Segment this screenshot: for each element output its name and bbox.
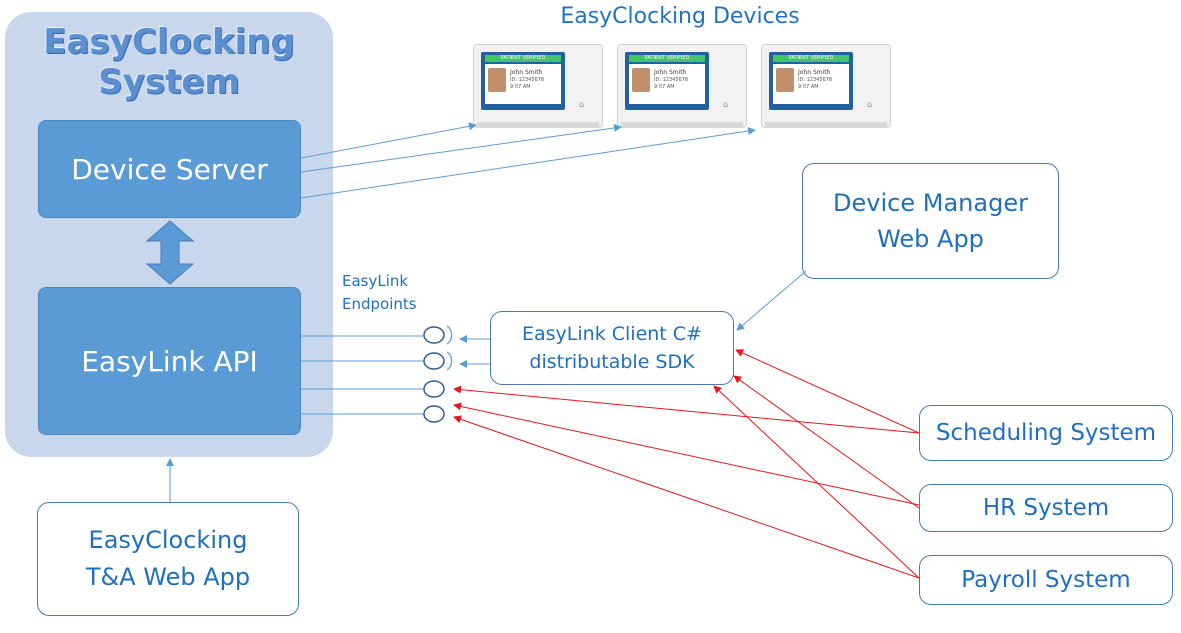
system-title: EasyClocking System: [43, 22, 295, 102]
avatar: [488, 68, 506, 92]
server-to-device-3-arrow: [300, 127, 756, 199]
device-logo-icon: ⌂: [579, 100, 585, 109]
device-banner: PATIENT VERIFIED: [773, 55, 849, 62]
payroll-system-label: Payroll System: [961, 567, 1131, 593]
device-name: John Smith: [510, 69, 543, 76]
device-id: ID: 12345678: [798, 77, 833, 83]
device-base: [477, 122, 599, 128]
device-id: ID: 12345678: [654, 77, 689, 83]
device-2[interactable]: PATIENT VERIFIED John Smith ID: 12345678…: [617, 44, 747, 128]
device-card: John Smith ID: 12345678 9:07 AM: [773, 64, 849, 104]
device-name: John Smith: [798, 69, 831, 76]
easylink-api-box[interactable]: EasyLink API: [38, 287, 301, 435]
endpoints-label: EasyLink Endpoints: [342, 272, 417, 313]
device-logo-icon: ⌂: [867, 100, 873, 109]
avatar: [776, 68, 794, 92]
lollipop-endpoint-icon: [423, 405, 445, 423]
socket-arc-2: [446, 351, 453, 371]
device-1[interactable]: PATIENT VERIFIED John Smith ID: 12345678…: [473, 44, 603, 128]
server-to-device-2-arrow: [300, 124, 622, 173]
sdk-label: EasyLink Client C# distributable SDK: [522, 323, 702, 373]
lollipop-endpoint-icon: [423, 380, 445, 398]
device-manager-box[interactable]: Device Manager Web App: [802, 163, 1059, 279]
device-manager-to-sdk-arrow: [736, 270, 807, 331]
scheduling-to-sdk-arrow: [735, 349, 920, 434]
device-name: John Smith: [654, 69, 687, 76]
device-screen: PATIENT VERIFIED John Smith ID: 12345678…: [481, 52, 565, 110]
device-base: [621, 122, 743, 128]
device-base: [765, 122, 887, 128]
scheduling-system-label: Scheduling System: [935, 420, 1157, 446]
sdk-box[interactable]: EasyLink Client C# distributable SDK: [490, 311, 734, 385]
device-logo-icon: ⌂: [723, 100, 729, 109]
device-time: 9:07 AM: [510, 84, 531, 90]
device-card: John Smith ID: 12345678 9:07 AM: [485, 64, 561, 104]
device-time: 9:07 AM: [798, 84, 819, 90]
device-manager-label: Device Manager Web App: [833, 189, 1028, 253]
device-screen: PATIENT VERIFIED John Smith ID: 12345678…: [769, 52, 853, 110]
easylink-api-label: EasyLink API: [81, 344, 258, 378]
lollipop-endpoint-icon: [423, 326, 445, 344]
server-to-device-1-arrow: [300, 122, 477, 159]
payroll-to-endpoint-arrow: [453, 415, 920, 579]
bidirectional-arrow-icon: [145, 220, 195, 285]
avatar: [632, 68, 650, 92]
hr-to-sdk-arrow: [733, 375, 920, 509]
device-time: 9:07 AM: [654, 84, 675, 90]
scheduling-to-endpoint-arrow: [453, 385, 920, 434]
scheduling-system-box[interactable]: Scheduling System: [919, 405, 1173, 461]
ta-web-app-box[interactable]: EasyClocking T&A Web App: [37, 502, 299, 616]
socket-arc-1: [446, 325, 453, 345]
device-server-box[interactable]: Device Server: [38, 120, 301, 218]
hr-to-endpoint-arrow: [453, 402, 920, 506]
hr-system-label: HR System: [982, 495, 1110, 521]
lollipop-endpoint-icon: [423, 352, 445, 370]
device-banner: PATIENT VERIFIED: [629, 55, 705, 62]
hr-system-box[interactable]: HR System: [919, 484, 1173, 532]
ta-web-app-label: EasyClocking T&A Web App: [85, 526, 251, 591]
device-screen: PATIENT VERIFIED John Smith ID: 12345678…: [625, 52, 709, 110]
payroll-to-sdk-arrow: [713, 385, 920, 579]
device-banner: PATIENT VERIFIED: [485, 55, 561, 62]
devices-title: EasyClocking Devices: [560, 4, 800, 29]
device-id: ID: 12345678: [510, 77, 545, 83]
device-3[interactable]: PATIENT VERIFIED John Smith ID: 12345678…: [761, 44, 891, 128]
payroll-system-box[interactable]: Payroll System: [919, 555, 1173, 605]
device-server-label: Device Server: [71, 152, 268, 186]
device-card: John Smith ID: 12345678 9:07 AM: [629, 64, 705, 104]
